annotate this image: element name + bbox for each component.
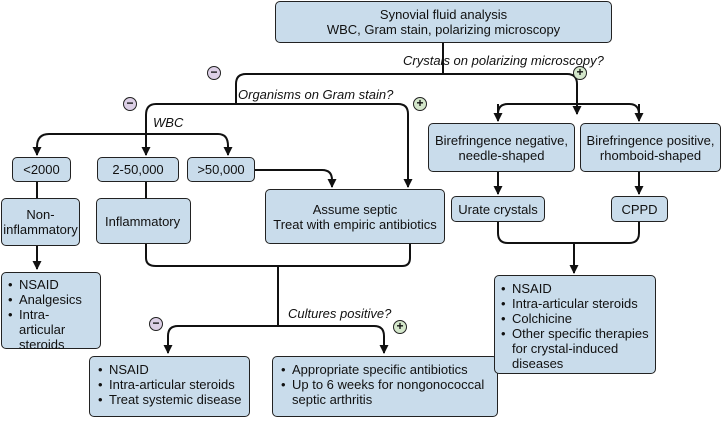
arrow-high-to-septic [228,169,337,188]
treatment-culture-positive-list: Appropriate specific antibiotics Up to 6… [280,362,490,407]
list-item: Analgesics [7,292,95,307]
wbc-range-low: <2000 [12,157,71,182]
plus-badge-organisms: + [413,97,427,111]
list-item: Intra-articular steroids [500,296,650,311]
list-item: Up to 6 weeks for nongonococcal septic a… [280,377,490,407]
list-item: Appropriate specific antibiotics [280,362,490,377]
connector-crystal-merge [497,222,640,244]
treatment-culture-negative-list: NSAID Intra-articular steroids Treat sys… [97,362,242,407]
question-crystals: Crystals on polarizing microscopy? [403,53,604,68]
treatment-noninflammatory-list: NSAID Analgesics Intra-articular steroid… [7,277,95,352]
noninflammatory-box: Non- inflammatory [1,198,80,246]
connector-main-split [235,73,578,85]
noninflammatory-line1: Non- [26,207,55,222]
minus-badge-organisms: − [123,97,137,111]
plus-badge-crystals: + [573,66,587,80]
list-item: Intra-articular steroids [7,307,95,352]
minus-badge-crystals: − [207,66,221,80]
birefringence-positive-line2: rhomboid-shaped [599,147,702,163]
treatment-culture-negative-box: NSAID Intra-articular steroids Treat sys… [89,356,250,417]
question-organisms: Organisms on Gram stain? [238,87,394,102]
connector-organisms-bar [145,103,409,116]
list-item: Other specific therapies for crystal-ind… [500,326,650,371]
list-item: NSAID [97,362,242,377]
wbc-range-mid: 2-50,000 [97,157,179,182]
treatment-noninflammatory-box: NSAID Analgesics Intra-articular steroid… [1,272,101,352]
synovial-fluid-analysis-box: Synovial fluid analysis WBC, Gram stain,… [275,1,612,43]
birefringence-positive-line1: Birefringence positive, [586,132,715,148]
plus-badge-cultures: + [393,320,407,334]
connector-cultures-bar [167,325,385,337]
treatment-culture-positive-box: Appropriate specific antibiotics Up to 6… [272,356,498,417]
cppd-box: CPPD [611,196,668,222]
list-item: Treat systemic disease [97,392,242,407]
list-item: Intra-articular steroids [97,377,242,392]
noninflammatory-line2: inflammatory [3,222,78,237]
list-item: Colchicine [500,311,650,326]
root-title: Synovial fluid analysis [379,7,508,22]
question-wbc: WBC [153,115,184,130]
root-subtitle: WBC, Gram stain, polarizing microscopy [326,22,561,37]
connector-inflammatory-merge [145,244,411,267]
assume-septic-line1: Assume septic [312,201,398,217]
inflammatory-box: Inflammatory [96,198,191,244]
wbc-range-high: >50,000 [187,157,255,182]
list-item: NSAID [500,281,650,296]
birefringence-negative-box: Birefringence negative, needle-shaped [428,123,575,172]
connector-crystal-bar [497,103,640,115]
list-item: NSAID [7,277,95,292]
minus-badge-cultures: − [149,317,163,331]
birefringence-negative-line1: Birefringence negative, [435,132,568,148]
connector-wbc-bar [36,133,229,148]
question-cultures: Cultures positive? [288,306,392,321]
assume-septic-box: Assume septic Treat with empiric antibio… [265,189,445,244]
birefringence-positive-box: Birefringence positive, rhomboid-shaped [580,123,721,172]
urate-crystals-box: Urate crystals [451,196,545,222]
treatment-crystal-box: NSAID Intra-articular steroids Colchicin… [494,275,656,374]
birefringence-negative-line2: needle-shaped [458,147,545,163]
treatment-crystal-list: NSAID Intra-articular steroids Colchicin… [500,281,650,371]
assume-septic-line2: Treat with empiric antibiotics [273,216,437,232]
